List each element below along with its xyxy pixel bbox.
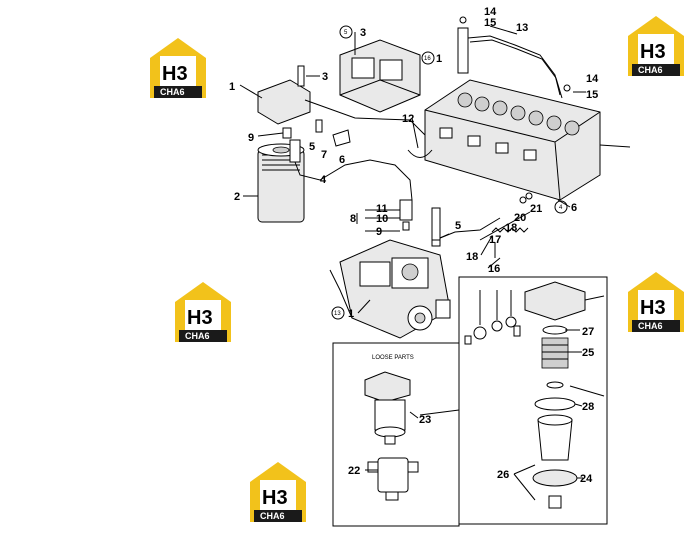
callout-15: 15 bbox=[586, 89, 598, 101]
head-port-openings bbox=[439, 127, 537, 161]
callout-5: 5 bbox=[309, 141, 315, 153]
callout-13: 13 bbox=[516, 22, 528, 34]
logo-house-cutout bbox=[638, 290, 674, 320]
callout-12: 12 bbox=[402, 113, 414, 125]
callout-9: 9 bbox=[376, 226, 382, 238]
inset-title: LOOSE PARTS bbox=[372, 355, 414, 361]
logo-letters: H3 bbox=[162, 63, 188, 85]
callout-1: 1 bbox=[348, 308, 354, 320]
callout-marker-circle bbox=[331, 306, 345, 320]
callout-14: 14 bbox=[484, 6, 497, 18]
callout-15: 15 bbox=[484, 17, 496, 29]
logo-letters: H3 bbox=[640, 41, 666, 63]
injection-pump-part bbox=[329, 239, 451, 339]
callout-21: 21 bbox=[530, 203, 542, 215]
callout-marker-4: 4 bbox=[559, 205, 563, 211]
governor-spring-part bbox=[479, 192, 533, 241]
callout-labels: 1 3 5 3 9 2 5 7 6 4 12 16 1 14 15 13 14 … bbox=[229, 6, 599, 485]
callout-18: 18 bbox=[505, 222, 517, 234]
logo-house-cutout bbox=[260, 480, 296, 510]
callout-marker-5: 5 bbox=[344, 30, 348, 36]
logo-letters: H3 bbox=[640, 297, 666, 319]
callout-10: 10 bbox=[376, 213, 388, 225]
callout-6: 6 bbox=[571, 202, 577, 214]
fuel-return-lines bbox=[457, 16, 571, 99]
logo-letters: H3 bbox=[187, 307, 213, 329]
logo-top-right: H3 CHA6 bbox=[628, 16, 684, 76]
head-valve-bores bbox=[457, 92, 580, 136]
exploded-small-parts bbox=[464, 290, 521, 345]
callout-23: 23 bbox=[419, 414, 431, 426]
callout-7: 7 bbox=[321, 149, 327, 161]
logo-subtitle: CHA6 bbox=[260, 511, 285, 521]
callout-marker-circle bbox=[339, 25, 353, 39]
logo-subtitle: CHA6 bbox=[185, 331, 210, 341]
callout-16: 16 bbox=[488, 263, 500, 275]
logo-middle-right: H3 CHA6 bbox=[628, 272, 684, 332]
callout-marker-circle bbox=[421, 51, 435, 65]
loose-parts-inset: LOOSE PARTS bbox=[332, 276, 608, 527]
logo-house-cutout bbox=[160, 56, 196, 86]
electric-pump-part bbox=[367, 457, 419, 501]
callout-2: 2 bbox=[234, 191, 240, 203]
logo-bar bbox=[179, 330, 227, 342]
callout-26: 26 bbox=[497, 469, 509, 481]
filter-head-part bbox=[257, 65, 351, 163]
banjo-bolt-parts bbox=[399, 199, 441, 247]
callout-4: 4 bbox=[320, 174, 327, 186]
callout-17: 17 bbox=[489, 234, 501, 246]
logo-house-cutout bbox=[638, 34, 674, 64]
callout-marker-16: 16 bbox=[424, 56, 431, 62]
callout-8: 8 bbox=[350, 213, 356, 225]
callout-5: 5 bbox=[455, 220, 461, 232]
logo-letters: H3 bbox=[262, 487, 288, 509]
logo-bottom-left: H3 CHA6 bbox=[250, 462, 306, 522]
logo-bar bbox=[632, 320, 680, 332]
logo-bar bbox=[254, 510, 302, 522]
callout-3: 3 bbox=[322, 71, 328, 83]
logo-top-left: H3 CHA6 bbox=[150, 38, 206, 98]
hose-clamp-part bbox=[407, 149, 433, 158]
callout-marker-circle bbox=[554, 200, 568, 214]
callout-3: 3 bbox=[360, 27, 366, 39]
callout-14: 14 bbox=[586, 73, 599, 85]
callout-18: 18 bbox=[466, 251, 478, 263]
callout-marker-13: 13 bbox=[334, 311, 341, 317]
logo-house-cutout bbox=[185, 300, 221, 330]
valve-cover-part bbox=[339, 39, 421, 113]
callout-9: 9 bbox=[248, 132, 254, 144]
leader-lines bbox=[239, 25, 605, 501]
callout-25: 25 bbox=[582, 347, 594, 359]
callout-20: 20 bbox=[514, 212, 526, 224]
callout-11: 11 bbox=[376, 203, 388, 215]
logo-subtitle: CHA6 bbox=[638, 65, 663, 75]
water-separator-part bbox=[364, 371, 411, 445]
callout-1: 1 bbox=[436, 53, 442, 65]
callout-27: 27 bbox=[582, 326, 594, 338]
callout-1: 1 bbox=[229, 81, 235, 93]
logo-bar bbox=[632, 64, 680, 76]
callout-6: 6 bbox=[339, 154, 345, 166]
logo-middle-left: H3 CHA6 bbox=[175, 282, 231, 342]
logo-bar bbox=[154, 86, 202, 98]
cylinder-head bbox=[424, 79, 631, 201]
logo-subtitle: CHA6 bbox=[638, 321, 663, 331]
logo-subtitle: CHA6 bbox=[160, 87, 185, 97]
callout-28: 28 bbox=[582, 401, 594, 413]
callout-24: 24 bbox=[580, 473, 593, 485]
exploded-filter-parts bbox=[524, 281, 586, 509]
callout-22: 22 bbox=[348, 465, 360, 477]
